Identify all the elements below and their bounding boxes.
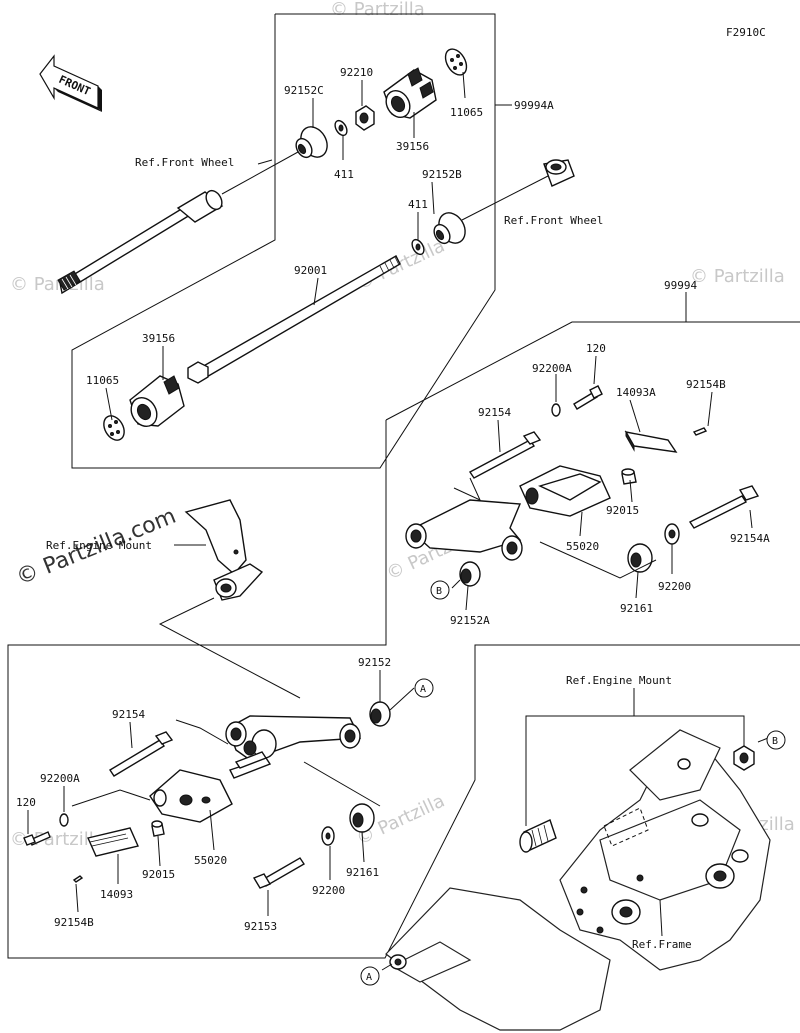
- ref-front-wheel-left: Ref.Front Wheel: [135, 156, 234, 169]
- part-label-92154a: 92154A: [730, 532, 770, 545]
- callout-b-frame: B: [766, 730, 786, 750]
- front-arrow-icon: FRONT: [39, 54, 102, 112]
- part-label-92154-lower: 92154: [112, 708, 145, 721]
- part-label-92161: 92161: [620, 602, 653, 615]
- callout-b-label: B: [436, 586, 442, 597]
- part-label-11065: 11065: [450, 106, 483, 119]
- watermark-text: © Partzilla: [10, 274, 105, 295]
- leader-lines-right: [465, 355, 753, 611]
- part-label-92210: 92210: [340, 66, 373, 79]
- group-label-99994: 99994: [664, 279, 697, 292]
- part-label-55020: 55020: [566, 540, 599, 553]
- part-label-92153: 92153: [244, 920, 277, 933]
- part-label-92152: 92152: [358, 656, 391, 669]
- watermark-text: © Partzilla: [353, 235, 448, 294]
- group-frame-frame-slider: 99994: [7, 279, 800, 959]
- part-label-14093a: 14093A: [616, 386, 656, 399]
- part-label-92001: 92001: [294, 264, 327, 277]
- watermark-text: © Partzilla: [330, 0, 425, 20]
- part-label-39156: 39156: [396, 140, 429, 153]
- part-label-55020-lower: 55020: [194, 854, 227, 867]
- part-label-411: 411: [334, 168, 354, 181]
- leader-lines-top: [105, 71, 466, 421]
- callout-a-upper: A: [414, 678, 434, 698]
- frame-slider-right-assembly: [405, 385, 760, 589]
- ref-engine-mount-right: Ref.Engine Mount: [566, 674, 672, 687]
- part-label-14093: 14093: [100, 888, 133, 901]
- part-label-92015: 92015: [606, 504, 639, 517]
- part-label-92154b-lower: 92154B: [54, 916, 94, 929]
- part-label-11065-bottom: 11065: [86, 374, 119, 387]
- callout-a-frame: A: [360, 966, 380, 986]
- part-label-92200a-lower: 92200A: [40, 772, 80, 785]
- part-label-92152b: 92152B: [422, 168, 462, 181]
- group-label-99994a: 99994A: [514, 99, 554, 112]
- watermarks: © Partzilla © Partzilla © Partzilla © Pa…: [10, 0, 795, 850]
- part-label-92161-lower: 92161: [346, 866, 379, 879]
- ref-engine-mount-left: Ref.Engine Mount: [46, 539, 152, 552]
- part-label-39156-bottom: 39156: [142, 332, 175, 345]
- part-label-92154: 92154: [478, 406, 511, 419]
- front-axle-assembly: [57, 48, 575, 441]
- ref-frame: Ref.Frame: [632, 938, 692, 951]
- part-label-92200a: 92200A: [532, 362, 572, 375]
- group-frame-front-slider: 99994A: [71, 13, 554, 469]
- frame-slider-left-assembly: [23, 701, 391, 889]
- figure-code: F2910C: [726, 26, 766, 39]
- engine-mount-left: [158, 499, 301, 699]
- callout-a-label: A: [420, 684, 426, 695]
- part-label-92154b: 92154B: [686, 378, 726, 391]
- callout-b-right: B: [430, 580, 450, 600]
- frame-assembly: [381, 688, 771, 1031]
- part-label-92015-lower: 92015: [142, 868, 175, 881]
- part-label-92200-lower: 92200: [312, 884, 345, 897]
- part-label-92152c: 92152C: [284, 84, 324, 97]
- part-label-92152a: 92152A: [450, 614, 490, 627]
- part-label-120: 120: [586, 342, 606, 355]
- part-label-120-lower: 120: [16, 796, 36, 809]
- callout-b-frame-label: B: [772, 736, 778, 747]
- part-label-411-mid: 411: [408, 198, 428, 211]
- callout-a-frame-label: A: [366, 972, 372, 983]
- ref-front-wheel-right: Ref.Front Wheel: [504, 214, 603, 227]
- part-label-92200: 92200: [658, 580, 691, 593]
- leader-lines-lower: [27, 670, 415, 916]
- watermark-text: © Partzilla: [690, 266, 785, 287]
